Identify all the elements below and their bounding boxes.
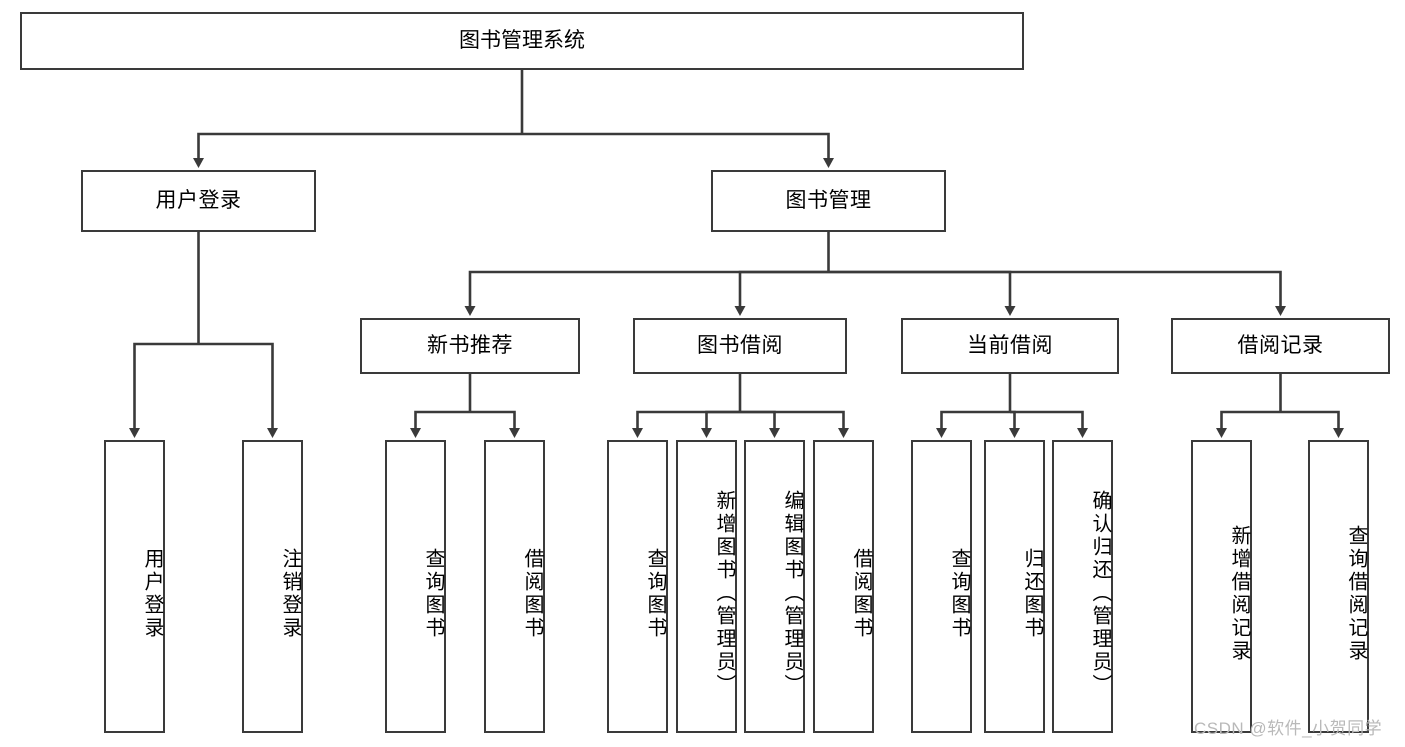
node-label: 图书管理系统 xyxy=(459,29,585,53)
node-leaf-add-record[interactable]: 新增借阅记录 xyxy=(1191,440,1252,733)
node-label: 图书借阅 xyxy=(697,334,783,358)
node-label: 图书管理 xyxy=(785,189,872,213)
node-book-manage[interactable]: 图书管理 xyxy=(711,170,946,232)
node-current-borrow[interactable]: 当前借阅 xyxy=(901,318,1119,374)
node-label: 查询图书 xyxy=(422,547,444,640)
node-label: 确认归还（管理员） xyxy=(1089,490,1111,697)
node-label: 借阅记录 xyxy=(1237,334,1324,358)
node-label: 用户登录 xyxy=(141,547,163,640)
node-label: 借阅图书 xyxy=(850,547,872,640)
node-label: 编辑图书（管理员） xyxy=(781,490,803,697)
node-leaf-query-record[interactable]: 查询借阅记录 xyxy=(1308,440,1369,733)
node-leaf-return-book[interactable]: 归还图书 xyxy=(984,440,1045,733)
node-root[interactable]: 图书管理系统 xyxy=(20,12,1024,70)
node-leaf-user-login[interactable]: 用户登录 xyxy=(104,440,165,733)
node-leaf-borrow-book-rec[interactable]: 借阅图书 xyxy=(484,440,545,733)
node-label: 归还图书 xyxy=(1021,547,1043,640)
node-leaf-confirm-return[interactable]: 确认归还（管理员） xyxy=(1052,440,1113,733)
node-label: 查询图书 xyxy=(644,547,666,640)
node-label: 新增图书（管理员） xyxy=(713,490,735,697)
node-label: 借阅图书 xyxy=(521,547,543,640)
csdn-watermark: CSDN @软件_小贺同学 xyxy=(1194,714,1382,739)
node-leaf-query-book-br[interactable]: 查询图书 xyxy=(607,440,668,733)
node-leaf-add-book[interactable]: 新增图书（管理员） xyxy=(676,440,737,733)
node-leaf-query-book-cb[interactable]: 查询图书 xyxy=(911,440,972,733)
node-book-borrow[interactable]: 图书借阅 xyxy=(633,318,847,374)
node-user-login[interactable]: 用户登录 xyxy=(81,170,316,232)
node-label: 查询图书 xyxy=(948,547,970,640)
node-label: 注销登录 xyxy=(279,547,301,640)
node-new-book-rec[interactable]: 新书推荐 xyxy=(360,318,580,374)
node-borrow-record[interactable]: 借阅记录 xyxy=(1171,318,1390,374)
node-leaf-logout[interactable]: 注销登录 xyxy=(242,440,303,733)
node-label: 查询借阅记录 xyxy=(1345,524,1367,663)
node-label: 用户登录 xyxy=(155,189,242,213)
watermark-text: CSDN @软件_小贺同学 xyxy=(1194,719,1383,738)
node-leaf-query-book-rec[interactable]: 查询图书 xyxy=(385,440,446,733)
node-leaf-borrow-book-br[interactable]: 借阅图书 xyxy=(813,440,874,733)
node-leaf-edit-book[interactable]: 编辑图书（管理员） xyxy=(744,440,805,733)
node-label: 新书推荐 xyxy=(427,334,513,358)
node-label: 新增借阅记录 xyxy=(1228,524,1250,663)
node-label: 当前借阅 xyxy=(967,334,1053,358)
